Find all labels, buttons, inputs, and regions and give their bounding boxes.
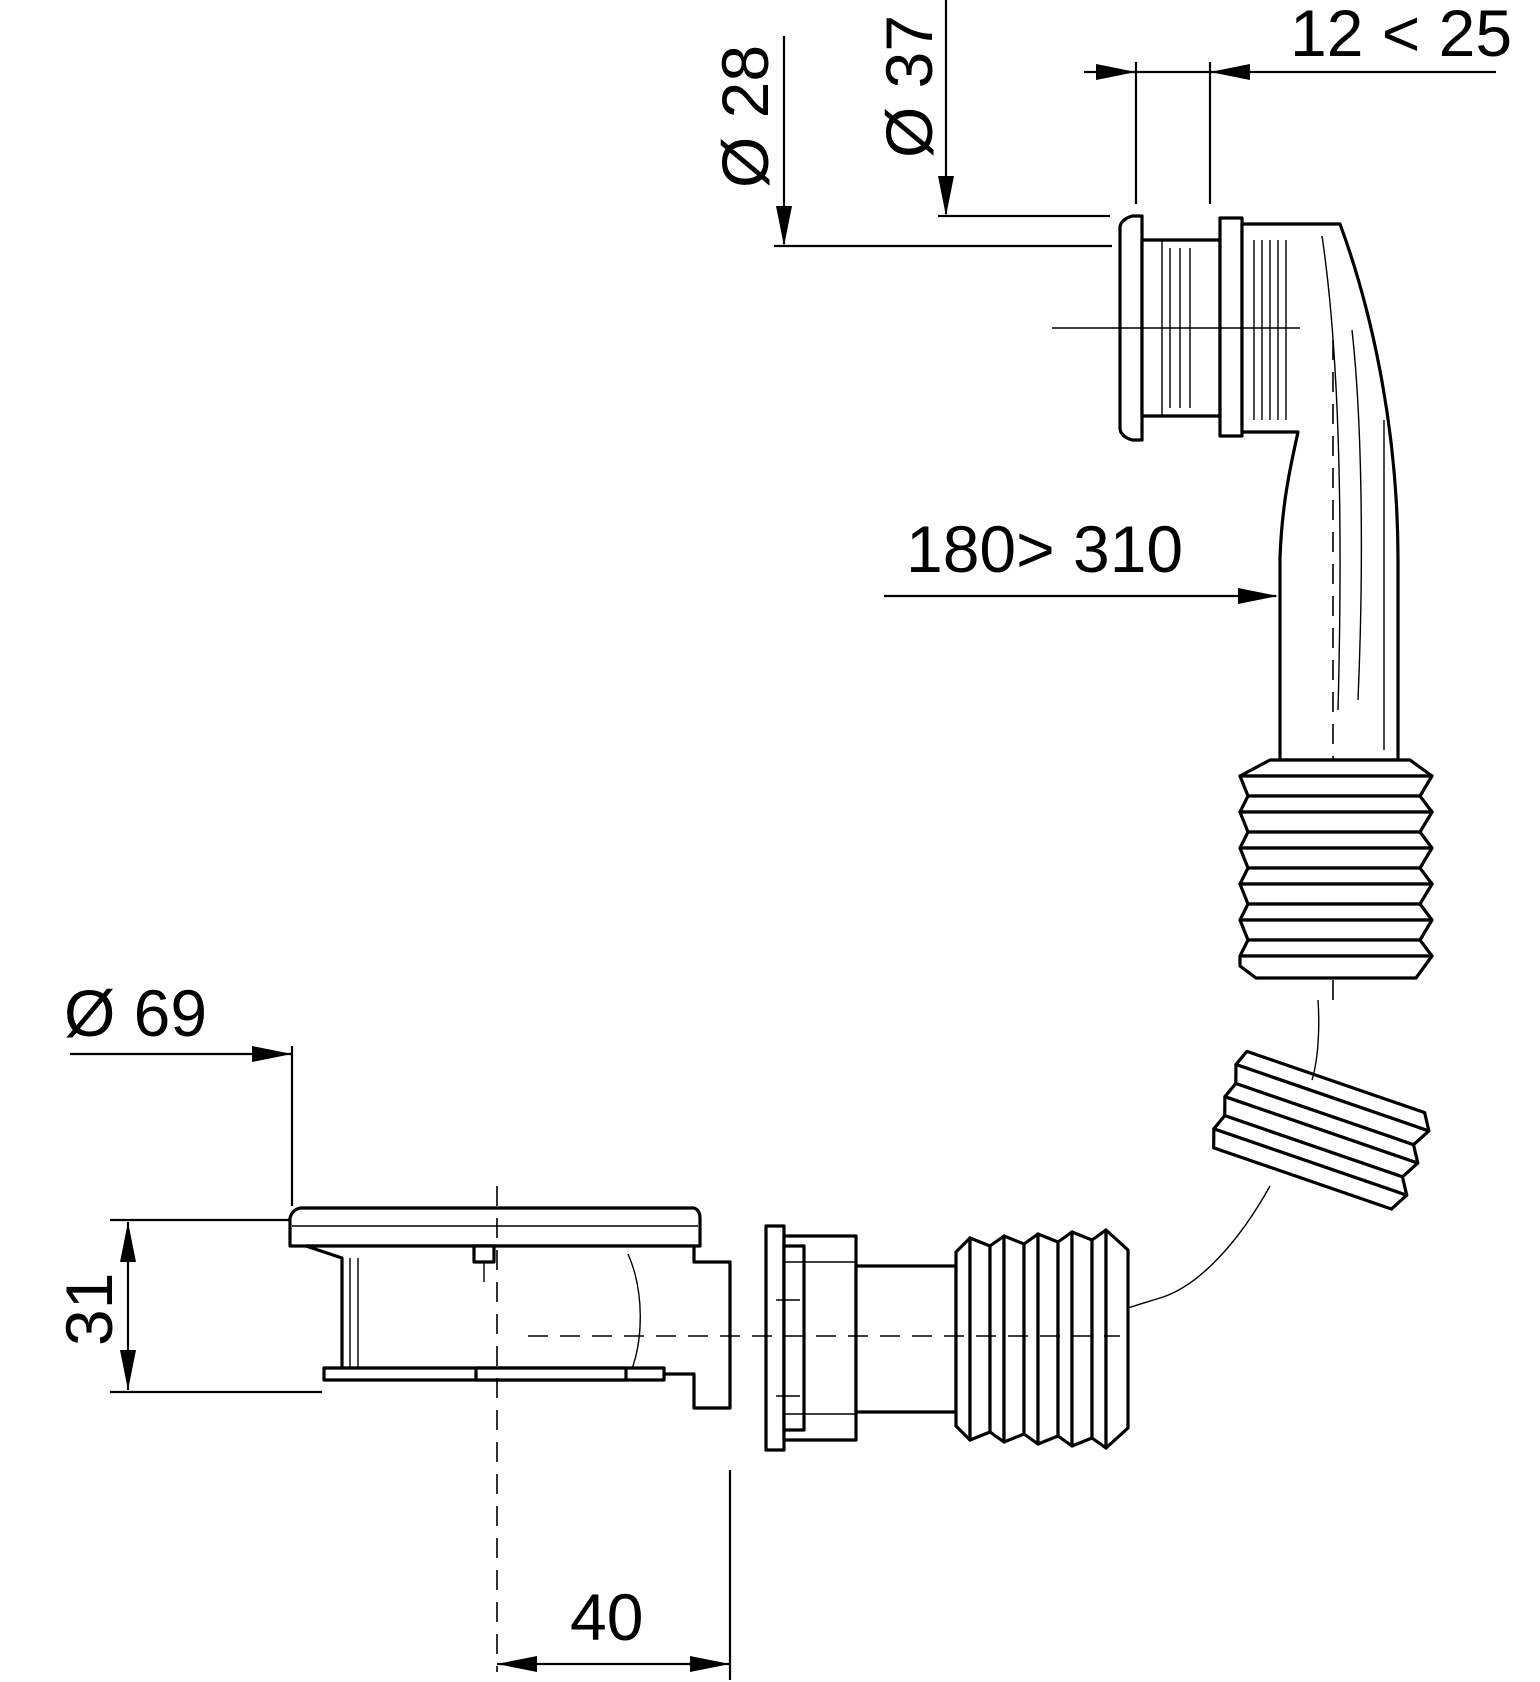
hose-centerline xyxy=(1311,999,1320,1081)
mid-corrugated-hose xyxy=(1212,1049,1431,1211)
dimension-dia-37: Ø 37 xyxy=(872,0,1110,218)
dim-label-dia-37: Ø 37 xyxy=(872,15,946,158)
dimension-180-310: 180> 310 xyxy=(884,512,1278,604)
dimension-dia-69: Ø 69 xyxy=(64,976,294,1206)
dim-label-dia-69: Ø 69 xyxy=(64,976,207,1050)
outlet-body xyxy=(304,1244,732,1410)
overflow-elbow xyxy=(1240,222,1400,762)
outlet-flange xyxy=(288,1206,702,1248)
dimension-height-31: 31 xyxy=(52,1218,322,1394)
outlet-union-nut xyxy=(764,1224,786,1452)
dim-label-height-31: 31 xyxy=(52,1273,126,1346)
dim-label-12-25: 12 < 25 xyxy=(1290,0,1512,70)
upper-corrugated-hose xyxy=(1238,758,1434,980)
dimension-12-25: 12 < 25 xyxy=(1084,0,1512,204)
overflow-nut xyxy=(1218,216,1244,438)
dimension-offset-40: 40 xyxy=(497,1470,732,1680)
dim-label-offset-40: 40 xyxy=(570,1580,643,1654)
horizontal-corrugated-hose xyxy=(954,1228,1130,1450)
overflow-fitting xyxy=(1052,214,1434,1313)
dimension-dia-28: Ø 28 xyxy=(708,36,1112,248)
waste-outlet xyxy=(288,1186,1130,1672)
dim-label-dia-28: Ø 28 xyxy=(708,45,782,188)
outlet-pipe xyxy=(854,1264,958,1414)
dim-label-180-310: 180> 310 xyxy=(906,512,1183,586)
